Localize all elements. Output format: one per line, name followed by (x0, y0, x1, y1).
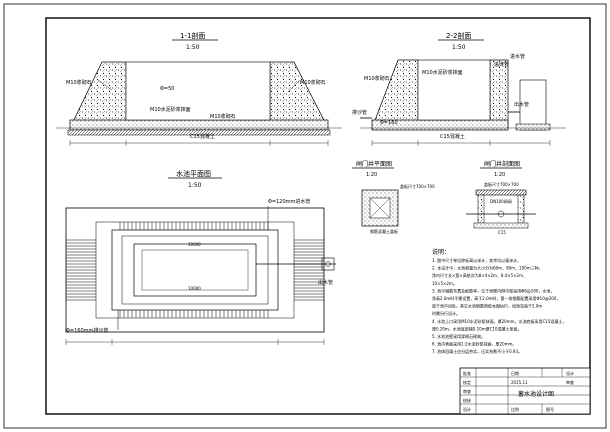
plan-valve-well (321, 257, 335, 271)
valve-plan-note: 钢筋混凝土盖板 (370, 228, 398, 234)
22-label-inlet: 进水管 (510, 53, 525, 60)
plan-outer (65, 207, 325, 333)
label-dim-top: Φ=50 (160, 86, 175, 92)
pool-interior (125, 61, 271, 121)
valve-section-title: 闸门井剖面图 (484, 160, 520, 168)
plan-view: 水池平面图 1:50 Φ=120mm进水管 Φ=160mm排沙管 出水管 100… (65, 169, 336, 345)
left-stone-wall (69, 61, 127, 129)
valve-section: 闸门井剖面图 1:20 盖板尺寸700×700 DN100闸阀 C15 (466, 160, 536, 235)
section-2-2-title: 2-2剖面 (446, 31, 471, 40)
label-m10-right: M10浆砌石 (300, 79, 326, 86)
22-valve-well (519, 79, 547, 131)
22-right-wall (489, 59, 509, 129)
valve-section-scale: 1:20 (494, 172, 505, 178)
22-label-drain: 排沙管 (352, 109, 367, 116)
note-line: 放于池中间处。其它水池钢筋则依本图执行，如池深高于2.0m (432, 303, 542, 309)
valve-section-cover: 盖板尺寸700×700 (484, 181, 519, 187)
valve-section-c15: C15 (498, 230, 506, 235)
label-m10-bottom: M10浆砌石 (210, 113, 236, 120)
tb-r3-a: 审查 (463, 388, 471, 394)
22-label-cement: M10水泥砂浆抹面 (422, 69, 463, 76)
note-line: 7. 池体回填土应分层夯实，压实系数不小于0.93。 (432, 348, 522, 354)
note-line: 3. 池中钢筋布置及配筋率，位于池壁内侧中部采用Φ8@200，水池， (432, 287, 554, 293)
plan-slope-outer (95, 221, 295, 319)
section-2-2: 2-2剖面 1:50 M10浆砌石 M10水泥砂浆抹面 溢流管 进水管 出水管 … (352, 31, 566, 146)
tb-r2-a: 核定 (463, 379, 471, 385)
22-interior (417, 59, 491, 121)
plan-pool-inner (133, 243, 257, 297)
note-line: 4. 水池上口采用M10水泥砂浆抹面，厚20mm。水池底板采用C15混凝土， (432, 318, 566, 324)
tb-r5-a: 设计 (463, 406, 471, 412)
tb-r2-d: 审查 (566, 379, 574, 385)
note-line: 时需另行设计。 (432, 310, 460, 316)
tb-r4-a: 校核 (463, 397, 471, 403)
note-line: 6. 池内表面采用1:2水泥砂浆抹面，厚20mm。 (432, 341, 516, 347)
22-label-c15: C15混凝土 (440, 133, 465, 140)
right-stone-wall (269, 61, 329, 129)
valve-plan-scale: 1:20 (366, 172, 377, 178)
plan-scale: 1:50 (188, 182, 202, 189)
label-c15-floor: C15混凝土 (190, 133, 215, 140)
plan-slope-ticks (66, 222, 324, 318)
plan-inner-bottom: 10000 (188, 286, 201, 291)
floor-base (67, 129, 331, 136)
22-label-m10: M10浆砌石 (364, 75, 390, 82)
floor-slab (69, 119, 329, 131)
plan-wall-inner (121, 235, 269, 305)
plan-outlet: 出水管 (318, 279, 333, 286)
tb-r1-c: 设计 (566, 370, 574, 376)
plan-title: 水池平面图 (176, 169, 211, 178)
outer-border (3, 3, 607, 429)
valve-plan: 闸门井平面图 1:20 盖板尺寸700×700 钢筋混凝土盖板 (352, 160, 435, 234)
tb-r2-b: 日期 (511, 370, 519, 376)
notes-heading: 说明： (432, 248, 450, 256)
tb-r1-a: 批准 (463, 370, 471, 376)
notes-lines: 1. 图中尺寸单位除标高以米计，其余均以毫米计。 2. 本设计中，水池容量为大小分… (432, 257, 566, 354)
tb-r5-b: 比例 (511, 406, 519, 412)
drawing-title: 蓄水池设计图 (518, 390, 554, 398)
22-label-outlet: 出水管 (514, 101, 529, 108)
note-line: 10×5×2m。 (432, 281, 457, 286)
valve-section-pipe: DN100闸阀 (490, 198, 512, 204)
note-line: 厚0.20m，水池底部铺0.10m厚C10混凝土垫层。 (432, 325, 522, 331)
note-line: 净内尺寸长×宽×高依次为8×4×2m、8.4×5×2m、 (432, 272, 527, 278)
note-line: 5. 水池池壁采用浆砌石砌筑。 (432, 333, 485, 339)
valve-plan-cover: 盖板尺寸700×700 (400, 183, 435, 189)
note-line: 净高2.0m时不需设置，高于2.0m时，第一排钢筋配置采用Φ10@200， (432, 295, 560, 301)
section-1-1-scale: 1:50 (186, 44, 200, 51)
section-1-1-title: 1-1剖面 (180, 31, 205, 40)
note-line: 1. 图中尺寸单位除标高以米计，其余均以毫米计。 (432, 257, 521, 263)
plan-inner-top: 10000 (188, 242, 201, 247)
inner-border (45, 17, 591, 415)
label-cement-wall: M10水泥砂浆抹面 (150, 106, 191, 113)
label-m10-left: M10浆砌石 (66, 79, 92, 86)
valve-plan-title: 闸门井平面图 (356, 160, 392, 168)
note-line: 2. 本设计中，水池容量为大小分为60m、80m、100m三种， (432, 265, 543, 271)
plan-pool-inner2 (141, 249, 249, 291)
section-2-2-scale: 1:50 (452, 44, 466, 51)
22-label-overflow: 溢流管 (494, 61, 509, 68)
22-left-wall (371, 59, 419, 129)
plan-pipe-bottom: Φ=160mm排沙管 (66, 327, 108, 334)
title-block: 批准 设计 核定 日期 2015.11 审查 审查 校核 设计 比例 图号 蓄水… (459, 367, 591, 415)
tb-r2-c: 2015.11 (511, 380, 528, 385)
plan-wall-top (111, 229, 279, 311)
tb-r5-c: 图号 (546, 406, 554, 412)
notes-block: 说明： 1. 图中尺寸单位除标高以米计，其余均以毫米计。 2. 本设计中，水池容量… (432, 248, 566, 354)
22-label-pipe: Φ=160 (380, 120, 398, 126)
section-1-1: 1-1剖面 1:50 M10浆砌石 M10浆砌石 Φ=50 M10水泥砂浆抹面 … (56, 31, 342, 146)
plan-pipe-top: Φ=120mm进水管 (268, 198, 310, 205)
valve-section-lid (475, 189, 527, 196)
